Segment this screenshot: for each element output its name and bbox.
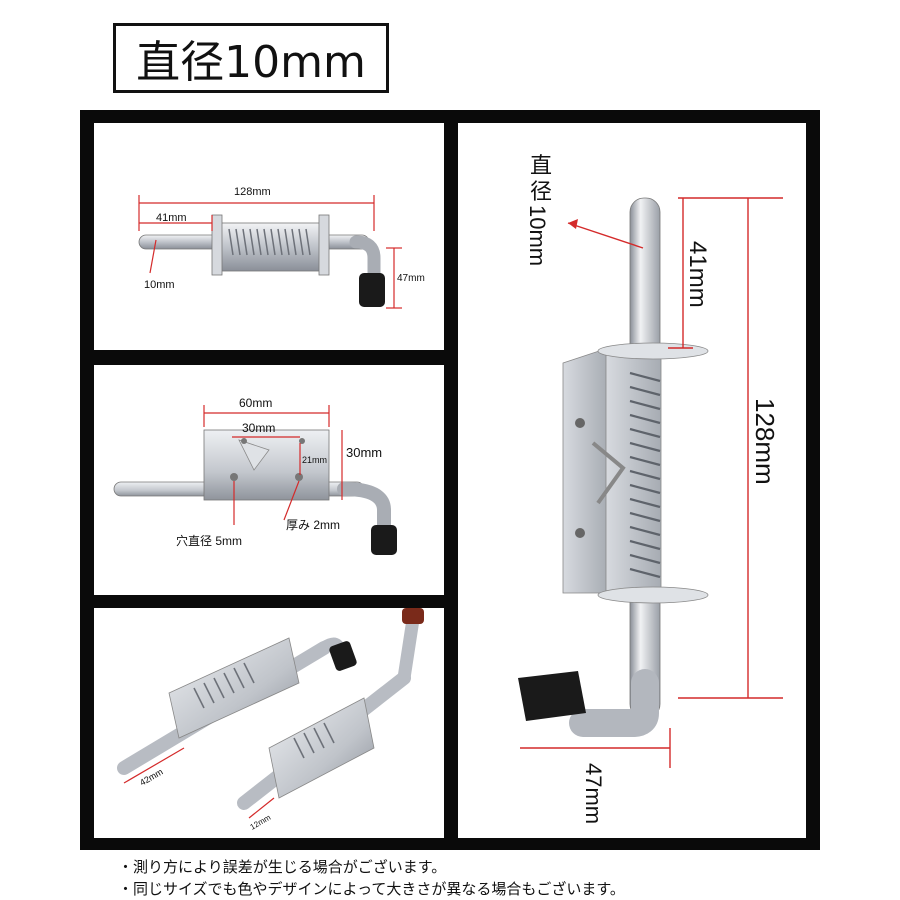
total-length-label: 128mm bbox=[750, 398, 780, 485]
bracket-width-label: 60mm bbox=[239, 396, 272, 410]
diameter-value: 10mm bbox=[525, 205, 550, 266]
panel-vertical-view: 直 径 10mm 41mm 128mm 47mm bbox=[458, 123, 806, 838]
height-label: 47mm bbox=[397, 273, 425, 284]
diameter-label: 10mm bbox=[144, 279, 175, 291]
image-frame: 128mm 41mm 10mm 47mm bbox=[80, 110, 820, 850]
panel-bracket-view: 60mm 30mm 21mm 30mm 穴直径 5mm 厚み 2mm bbox=[94, 365, 444, 595]
title-box: 直径10mm bbox=[113, 23, 389, 93]
width-label: 47mm bbox=[581, 763, 606, 824]
diameter-char-1: 直 bbox=[530, 153, 552, 178]
bolts-perspective-illustration: 42mm 12mm bbox=[117, 608, 424, 832]
bolt-side-illustration: 128mm 41mm 10mm 47mm bbox=[138, 186, 425, 309]
diameter-char-2: 径 bbox=[530, 179, 552, 204]
hole-spacing-label: 30mm bbox=[242, 421, 275, 435]
bracket-illustration: 60mm 30mm 21mm 30mm 穴直径 5mm 厚み 2mm bbox=[113, 396, 397, 555]
total-length-label: 128mm bbox=[234, 186, 271, 198]
hole-diameter-label: 穴直径 5mm bbox=[176, 533, 242, 548]
pin-a-label: 42mm bbox=[138, 767, 165, 788]
panel-perspective-view: 42mm 12mm bbox=[94, 608, 444, 838]
note-measurement-error: ・測り方により誤差が生じる場合がございます。 bbox=[118, 858, 447, 876]
page-title: 直径10mm bbox=[136, 37, 366, 88]
panel-side-view: 128mm 41mm 10mm 47mm bbox=[94, 123, 444, 350]
note-size-variation: ・同じサイズでも色やデザインによって大きさが異なる場合もございます。 bbox=[118, 880, 625, 898]
hole-height-label: 21mm bbox=[302, 455, 327, 465]
bracket-height-label: 30mm bbox=[346, 445, 382, 460]
bolt-vertical-illustration: 直 径 10mm 41mm 128mm 47mm bbox=[518, 153, 783, 824]
pin-length-label: 41mm bbox=[156, 212, 187, 224]
pin-length-label: 41mm bbox=[684, 241, 711, 308]
thickness-label: 厚み 2mm bbox=[286, 518, 340, 532]
